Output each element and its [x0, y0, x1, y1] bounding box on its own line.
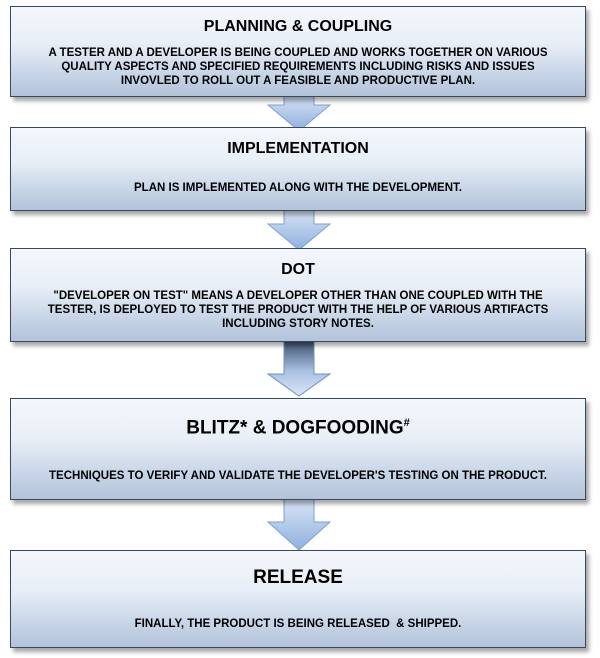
- step-title: BLITZ* & DOGFOODING: [186, 417, 404, 439]
- step-title: RELEASE: [253, 567, 343, 588]
- step-description: TECHNIQUES TO VERIFY AND VALIDATE THE DE…: [49, 470, 547, 482]
- down-arrow-3: [266, 340, 332, 397]
- step-title: PLANNING & COUPLING: [203, 18, 393, 35]
- step-description: FINALLY, THE PRODUCT IS BEING RELEASED &…: [134, 618, 462, 630]
- down-arrow-4: [266, 498, 332, 551]
- step-title: DOT: [281, 261, 315, 278]
- step-title-superscript: #: [403, 417, 410, 429]
- down-arrow-2: [266, 208, 332, 251]
- step-dot: DOT "DEVELOPER ON TEST" MEANS A DEVELOPE…: [10, 248, 586, 342]
- step-release: RELEASE FINALLY, THE PRODUCT IS BEING RE…: [10, 550, 586, 648]
- step-description: A TESTER AND A DEVELOPER IS BEING COUPLE…: [48, 47, 548, 87]
- step-planning-coupling: PLANNING & COUPLING A TESTER AND A DEVEL…: [10, 6, 586, 97]
- step-description: "DEVELOPER ON TEST" MEANS A DEVELOPER OT…: [47, 290, 549, 330]
- step-description: PLAN IS IMPLEMENTED ALONG WITH THE DEVEL…: [134, 182, 462, 194]
- step-title: IMPLEMENTATION: [227, 140, 369, 157]
- step-implementation: IMPLEMENTATION PLAN IS IMPLEMENTED ALONG…: [10, 127, 586, 211]
- step-blitz-dogfooding: BLITZ* & DOGFOODING# TECHNIQUES TO VERIF…: [10, 398, 586, 500]
- step-title-wrap: BLITZ* & DOGFOODING#: [11, 417, 585, 439]
